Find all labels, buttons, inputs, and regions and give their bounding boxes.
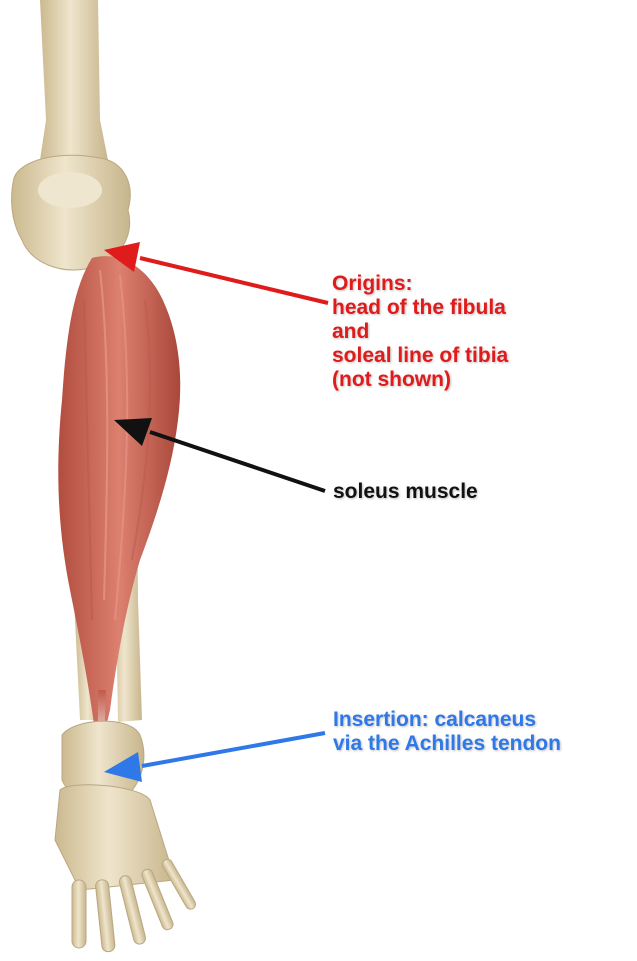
foot-bones: [55, 721, 197, 952]
insertion-line-1: Insertion: calcaneus: [333, 708, 561, 732]
insertion-label: Insertion: calcaneus via the Achilles te…: [333, 708, 561, 756]
origins-label: Origins: head of the fibula and soleal l…: [332, 272, 508, 392]
soleus-muscle-label: soleus muscle: [333, 480, 478, 504]
femur-bone: [40, 0, 108, 160]
origins-line-4: (not shown): [332, 368, 508, 392]
insertion-line-2: via the Achilles tendon: [333, 732, 561, 756]
origins-line-3: soleal line of tibia: [332, 344, 508, 368]
origins-title: Origins:: [332, 272, 508, 296]
muscle-name: soleus muscle: [333, 480, 478, 504]
origins-line-2: and: [332, 320, 508, 344]
origins-line-1: head of the fibula: [332, 296, 508, 320]
